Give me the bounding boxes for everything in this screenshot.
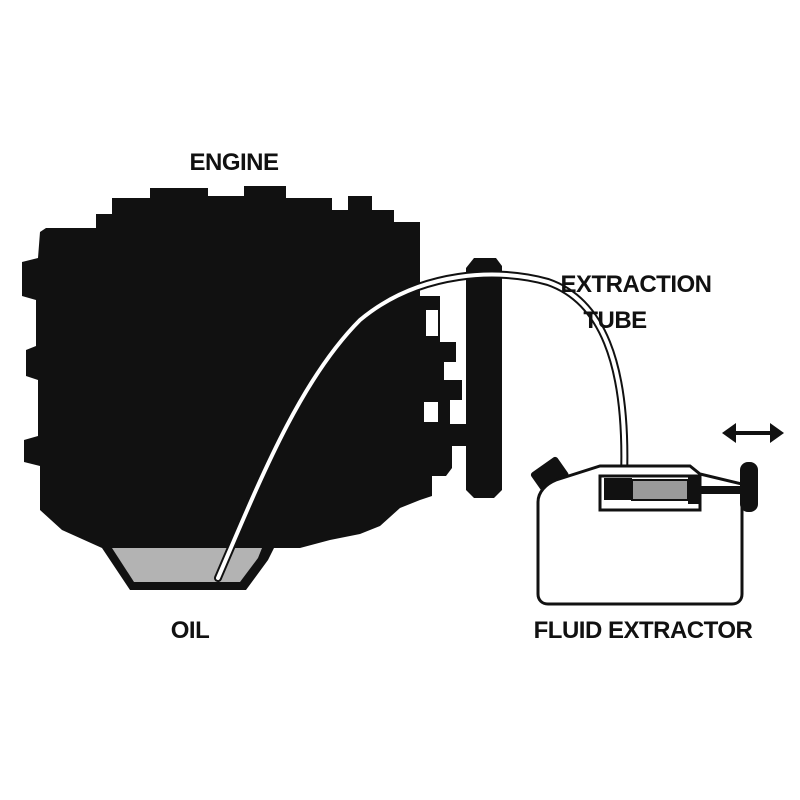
extractor-cap [530, 456, 569, 493]
oil-fill [112, 548, 262, 582]
engine-flywheel [466, 258, 502, 498]
pump-rod [700, 486, 742, 494]
engine-silhouette [22, 186, 466, 590]
engine-cutout-upper [426, 310, 438, 336]
extraction-tube [214, 270, 629, 582]
pump-inlet [604, 478, 632, 500]
engine-cutout-lower [424, 402, 438, 422]
extraction-tube-label-line2: TUBE [583, 307, 647, 334]
engine-label: ENGINE [189, 149, 279, 176]
oil-pan [112, 548, 262, 582]
fluid-extractor [530, 456, 758, 606]
tube-core [216, 272, 627, 580]
oil-label: OIL [171, 617, 210, 644]
extraction-tube-label-line1: EXTRACTION [561, 271, 712, 298]
fluid-extractor-label: FLUID EXTRACTOR [534, 617, 753, 644]
pump-handle [740, 462, 758, 512]
pump-cylinder-end [688, 476, 700, 504]
pump-cylinder [631, 479, 689, 501]
engine-block [22, 186, 502, 590]
double-headed-arrow-icon [722, 423, 784, 443]
